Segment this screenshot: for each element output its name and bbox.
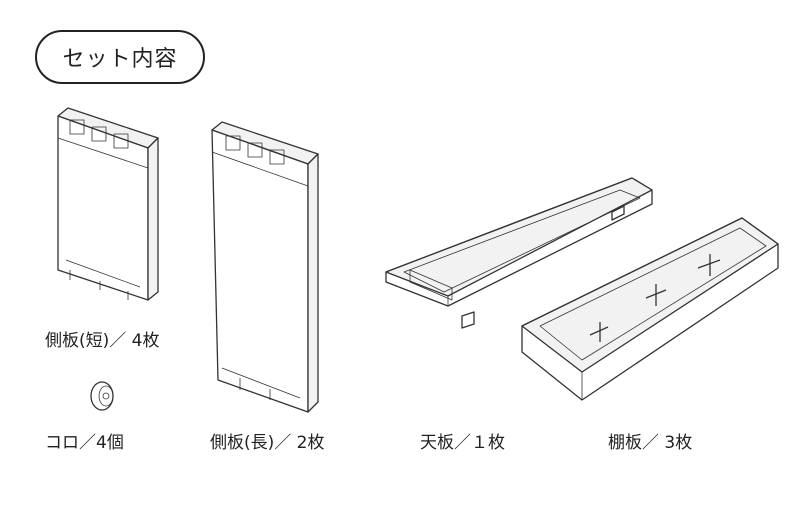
side-panel-short-image xyxy=(57,107,159,301)
top-board-image xyxy=(385,177,653,329)
top-board-label: 天板／１枚 xyxy=(420,433,505,453)
side-panel-long-image xyxy=(211,121,319,413)
set-contents-title: セット内容 xyxy=(35,30,205,84)
caster-label: コロ／4個 xyxy=(45,433,124,453)
shelf-board-image xyxy=(521,217,779,401)
shelf-board-label: 棚板／ 3枚 xyxy=(608,433,693,453)
caster-image xyxy=(90,381,114,411)
side-panel-short-label: 側板(短)／ 4枚 xyxy=(45,331,160,351)
side-panel-long-label: 側板(長)／ 2枚 xyxy=(210,433,325,453)
